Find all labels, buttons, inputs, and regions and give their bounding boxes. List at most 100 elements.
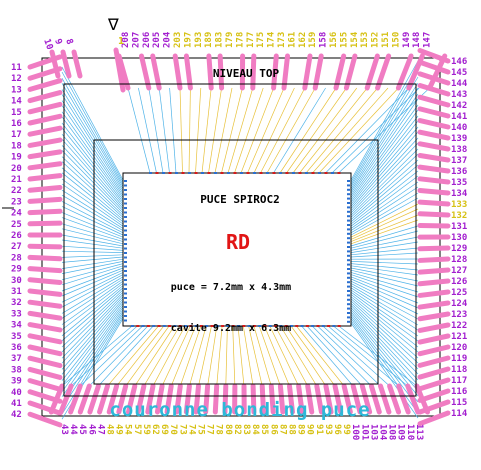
bond-wire <box>61 206 124 236</box>
top-pin-label: 150 <box>391 32 401 48</box>
chip-pad <box>124 234 127 236</box>
bond-wire <box>350 142 419 214</box>
left-pin-label: 33 <box>11 309 22 319</box>
left-pin-label: 28 <box>11 253 22 263</box>
chip-pad <box>347 228 350 231</box>
bond-wire <box>350 283 419 320</box>
chip-pads <box>124 172 350 327</box>
bond-wire <box>317 325 381 387</box>
bond-wire <box>61 167 124 220</box>
bond-wire <box>350 291 419 342</box>
bottom-pin-label: 91 <box>314 424 324 435</box>
bond-pad <box>417 94 451 108</box>
bond-wire <box>89 325 149 387</box>
right-pin-label: 114 <box>451 409 468 419</box>
bond-pad <box>417 300 451 310</box>
chip-pad <box>332 325 336 327</box>
chip-pad <box>124 184 127 187</box>
bond-wire <box>61 278 124 319</box>
chip-pad <box>141 325 145 327</box>
left-pin-label: 23 <box>11 197 22 207</box>
bond-wire <box>61 172 124 223</box>
bond-pad <box>193 383 201 415</box>
chip-pad <box>246 172 250 174</box>
bond-wire <box>61 298 124 370</box>
bonding-ring-label: couronne bonding puce <box>109 399 370 421</box>
bond-wire <box>61 265 124 286</box>
bond-pad <box>405 383 421 415</box>
chip-pad <box>311 172 315 174</box>
right-pin-label: 126 <box>451 277 467 287</box>
bond-wire <box>61 287 124 342</box>
chip-pad <box>316 325 320 327</box>
bond-wire <box>350 298 419 359</box>
bond-pad <box>268 383 276 415</box>
chip-pad <box>173 325 177 327</box>
left-pin-label: 17 <box>11 130 22 140</box>
bottom-pin-label: 62 <box>150 424 160 435</box>
bond-pad <box>417 164 451 174</box>
bond-wire <box>225 325 228 387</box>
bond-pad <box>27 113 63 126</box>
right-pin-label: 136 <box>451 167 467 177</box>
bottom-pin-label: 80 <box>223 424 233 435</box>
bottom-pin-label: 46 <box>86 424 96 435</box>
right-pin-label: 125 <box>451 288 467 298</box>
chip-pad <box>263 325 267 327</box>
chip-title: PUCE SPIROC2 <box>200 193 279 206</box>
bond-wire <box>350 60 419 181</box>
bond-wire <box>305 87 378 174</box>
bond-wire <box>350 300 419 364</box>
bottom-pin-label: 99 <box>341 424 351 435</box>
chip-pad <box>189 325 193 327</box>
bond-wire <box>299 87 368 174</box>
left-pin-label: 29 <box>11 265 22 275</box>
bond-wire <box>70 325 138 387</box>
bond-wire <box>266 87 316 174</box>
bond-wire <box>169 87 177 174</box>
bond-pad <box>27 266 63 274</box>
bond-pad <box>150 53 162 91</box>
bond-pad <box>116 53 131 91</box>
chip-pad <box>292 172 295 174</box>
top-pin-label: 207 <box>131 32 141 48</box>
chip-pad <box>124 207 127 209</box>
bond-wire <box>350 241 419 253</box>
chip-pad <box>124 225 127 227</box>
left-pin-label: 19 <box>11 153 22 163</box>
bond-wire <box>350 267 419 282</box>
chip-pad <box>347 219 350 222</box>
right-pin-label: 121 <box>451 332 467 342</box>
bond-pad <box>183 53 193 91</box>
bond-wire <box>207 325 218 387</box>
bond-pad <box>333 53 347 91</box>
left-pin-label: 41 <box>11 399 22 409</box>
chip-pad <box>295 325 299 327</box>
left-pin-label: 22 <box>11 186 22 196</box>
chip-pad <box>124 247 127 250</box>
bond-pad <box>71 49 83 79</box>
bond-wire <box>189 325 207 387</box>
right-pin-label: 137 <box>451 156 467 166</box>
bond-wire <box>61 309 124 398</box>
bond-pad <box>27 411 63 428</box>
bond-wire <box>61 223 124 242</box>
bond-pad <box>417 106 451 119</box>
chip-pad <box>347 184 350 187</box>
bond-pad <box>417 83 451 97</box>
bond-pad <box>27 196 63 204</box>
top-pin-label: 9 <box>52 38 63 47</box>
left-pin-label: 36 <box>11 343 22 353</box>
chip-pad <box>247 325 251 327</box>
right-pin-label: 132 <box>451 211 467 221</box>
bond-wire <box>61 100 124 194</box>
chip-pad <box>155 172 159 174</box>
bottom-pin-label: 70 <box>168 424 178 435</box>
bond-wire <box>306 325 363 387</box>
bond-wire <box>61 94 124 192</box>
chip-pad <box>324 172 328 174</box>
right-pin-label: 123 <box>451 310 467 320</box>
bond-wire <box>350 159 419 220</box>
right-pin-label: 120 <box>451 343 467 353</box>
bond-pad <box>364 53 380 91</box>
